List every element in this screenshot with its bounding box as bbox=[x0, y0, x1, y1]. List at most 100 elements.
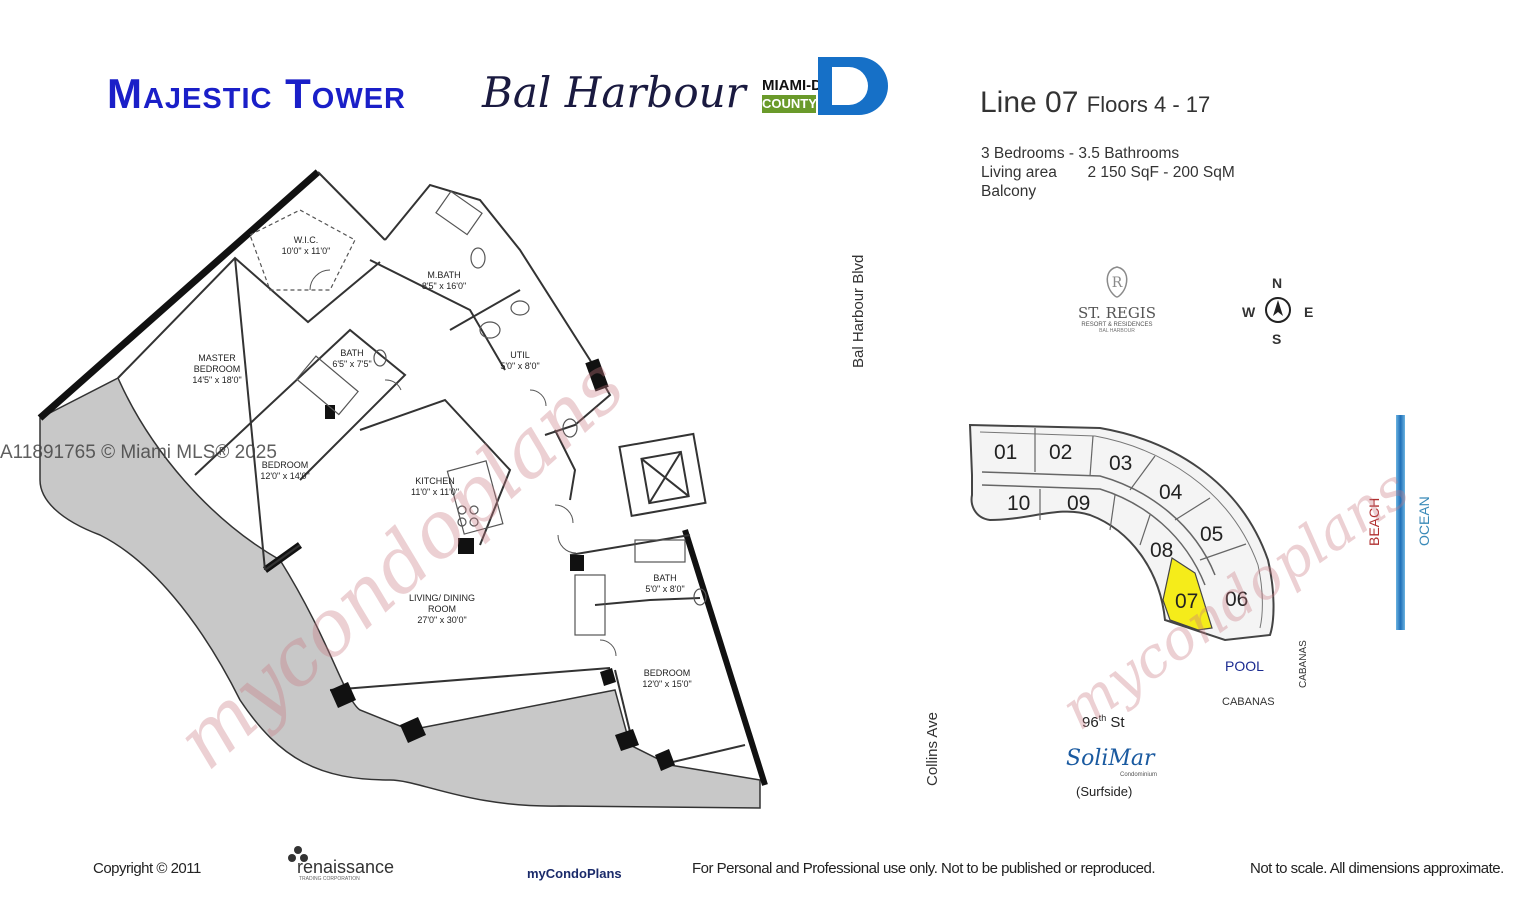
unit-05: 05 bbox=[1200, 523, 1224, 546]
room-bedroom2-size: 12'0" x 14'0" bbox=[260, 471, 310, 481]
living-area-value: 2 150 SqF - 200 SqM bbox=[1087, 164, 1235, 181]
floors: Floors 4 - 17 bbox=[1086, 92, 1211, 117]
room-bath2: BATH 5'0" x 8'0" bbox=[640, 573, 690, 595]
room-kitchen: KITCHEN 11'0" x 11'0" bbox=[400, 476, 470, 498]
solimar-logo: SoliMar bbox=[1066, 746, 1155, 771]
living-area-label: Living area bbox=[981, 164, 1057, 181]
mycondoplans-logo: myCondoPlans bbox=[527, 866, 622, 881]
unit-03: 03 bbox=[1109, 452, 1133, 475]
fixtures bbox=[249, 190, 707, 636]
st-regis-sub: RESORT & RESIDENCES bbox=[1081, 322, 1153, 328]
personal-use-notice: For Personal and Professional use only. … bbox=[692, 860, 1156, 877]
unit-09: 09 bbox=[1067, 492, 1091, 515]
outer-wall-e bbox=[682, 529, 768, 786]
unit-02: 02 bbox=[1049, 441, 1073, 464]
room-wic: W.I.C. 10'0" x 11'0" bbox=[276, 235, 336, 257]
compass: N S W E bbox=[1240, 275, 1316, 347]
room-bath1-size: 6'5" x 7'5" bbox=[332, 359, 372, 369]
st-regis-logo: R ST. REGIS RESORT & RESIDENCES BAL HARB… bbox=[1075, 265, 1159, 334]
unit-07: 07 bbox=[1175, 590, 1199, 613]
site-plan bbox=[968, 423, 1275, 642]
not-to-scale-notice: Not to scale. All dimensions approximate… bbox=[1250, 860, 1504, 877]
room-master-size: 14'5" x 18'0" bbox=[192, 375, 242, 385]
street-96-suffix: St bbox=[1106, 714, 1125, 731]
unit-04: 04 bbox=[1159, 481, 1183, 504]
compass-w: W bbox=[1242, 304, 1256, 320]
renaissance-name: renaissance bbox=[297, 857, 395, 877]
unit-info: Line 07 Floors 4 - 17 bbox=[980, 86, 1210, 120]
unit-10: 10 bbox=[1007, 492, 1031, 515]
street-96-sup: th bbox=[1098, 713, 1107, 723]
elevator bbox=[618, 432, 707, 518]
pool-label: POOL bbox=[1225, 658, 1264, 674]
room-living-name2: ROOM bbox=[428, 604, 456, 614]
room-bedroom2: BEDROOM 12'0" x 14'0" bbox=[250, 460, 320, 482]
street-96-label: 96th St bbox=[1082, 713, 1125, 731]
st-regis-name: ST. REGIS bbox=[1077, 304, 1157, 322]
room-kitchen-size: 11'0" x 11'0" bbox=[410, 487, 460, 497]
bal-harbour-blvd-label: Bal Harbour Blvd bbox=[850, 254, 867, 368]
unit-08: 08 bbox=[1150, 539, 1174, 562]
room-util-size: 5'0" x 8'0" bbox=[500, 361, 540, 371]
outer-wall-nw bbox=[37, 169, 321, 421]
compass-n: N bbox=[1272, 275, 1283, 291]
bed-bath-text: 3 Bedrooms - 3.5 Bathrooms bbox=[981, 145, 1180, 162]
line-title: Line 07 bbox=[980, 86, 1079, 119]
unit-07-highlight bbox=[1162, 557, 1213, 631]
compass-e: E bbox=[1304, 304, 1314, 320]
doors bbox=[309, 269, 617, 657]
unit-06: 06 bbox=[1225, 588, 1249, 611]
room-mbath: M.BATH 8'5" x 16'0" bbox=[414, 270, 474, 292]
room-master-name2: BEDROOM bbox=[193, 364, 241, 374]
room-kitchen-name: KITCHEN bbox=[415, 476, 455, 486]
compass-s: S bbox=[1272, 331, 1282, 347]
ocean-strip bbox=[1396, 415, 1405, 630]
solimar-sub: Condominium bbox=[1120, 772, 1158, 778]
room-bedroom3-name: BEDROOM bbox=[643, 668, 691, 678]
room-master: MASTER BEDROOM 14'5" x 18'0" bbox=[182, 353, 252, 386]
room-living-name: LIVING/ DINING bbox=[408, 593, 475, 603]
room-wic-name: W.I.C. bbox=[293, 235, 319, 245]
room-bedroom2-name: BEDROOM bbox=[261, 460, 309, 470]
room-bath1-name: BATH bbox=[340, 348, 364, 358]
room-living-size: 27'0" x 30'0" bbox=[417, 615, 467, 625]
room-wic-size: 10'0" x 11'0" bbox=[281, 246, 331, 256]
st-regis-crest-icon: R bbox=[1106, 266, 1128, 298]
room-mbath-size: 8'5" x 16'0" bbox=[421, 281, 467, 291]
balcony-area bbox=[39, 376, 761, 809]
room-bath2-name: BATH bbox=[653, 573, 677, 583]
collins-ave-label: Collins Ave bbox=[924, 712, 941, 786]
svg-text:R: R bbox=[1112, 275, 1123, 291]
location-script: Bal Harbour bbox=[482, 68, 746, 117]
cabanas-bottom-label: CABANAS bbox=[1222, 696, 1275, 708]
renaissance-sub: TRADING CORPORATION bbox=[299, 876, 360, 882]
room-bath2-size: 5'0" x 8'0" bbox=[645, 584, 685, 594]
mls-watermark: A11891765 © Miami MLS® 2025 bbox=[0, 442, 277, 463]
room-util: UTIL 5'0" x 8'0" bbox=[490, 350, 550, 372]
room-living: LIVING/ DINING ROOM 27'0" x 30'0" bbox=[402, 593, 482, 626]
balcony-text: Balcony bbox=[981, 183, 1037, 200]
st-regis-sub2: BAL HARBOUR bbox=[1099, 328, 1135, 334]
unit-01: 01 bbox=[994, 441, 1018, 464]
surfside-label: (Surfside) bbox=[1076, 784, 1133, 799]
interior-walls bbox=[117, 183, 746, 766]
renaissance-flower-icon bbox=[288, 846, 308, 862]
floor-plan bbox=[37, 169, 768, 809]
room-bath1: BATH 6'5" x 7'5" bbox=[322, 348, 382, 370]
room-mbath-name: M.BATH bbox=[427, 270, 461, 280]
street-96-number: 96 bbox=[1082, 714, 1099, 731]
copyright: Copyright © 2011 bbox=[93, 860, 201, 877]
room-bedroom3-size: 12'0" x 15'0" bbox=[642, 679, 692, 689]
tower-name: Majestic Tower bbox=[107, 70, 406, 117]
room-bedroom3: BEDROOM 12'0" x 15'0" bbox=[632, 668, 702, 690]
living-area-row: Living area 2 150 SqF - 200 SqM bbox=[981, 164, 1235, 182]
room-util-name: UTIL bbox=[510, 350, 530, 360]
room-master-name: MASTER bbox=[198, 353, 236, 363]
miami-dade-logo: MIAMI-DADE COUNTY bbox=[762, 57, 888, 115]
ocean-label: OCEAN bbox=[1416, 496, 1432, 546]
columns bbox=[325, 358, 675, 771]
cabanas-side-label: CABANAS bbox=[1298, 640, 1309, 688]
compass-rose-icon bbox=[1265, 297, 1291, 323]
logo-text-county: COUNTY bbox=[762, 95, 817, 113]
logo-d-shape bbox=[818, 57, 888, 115]
